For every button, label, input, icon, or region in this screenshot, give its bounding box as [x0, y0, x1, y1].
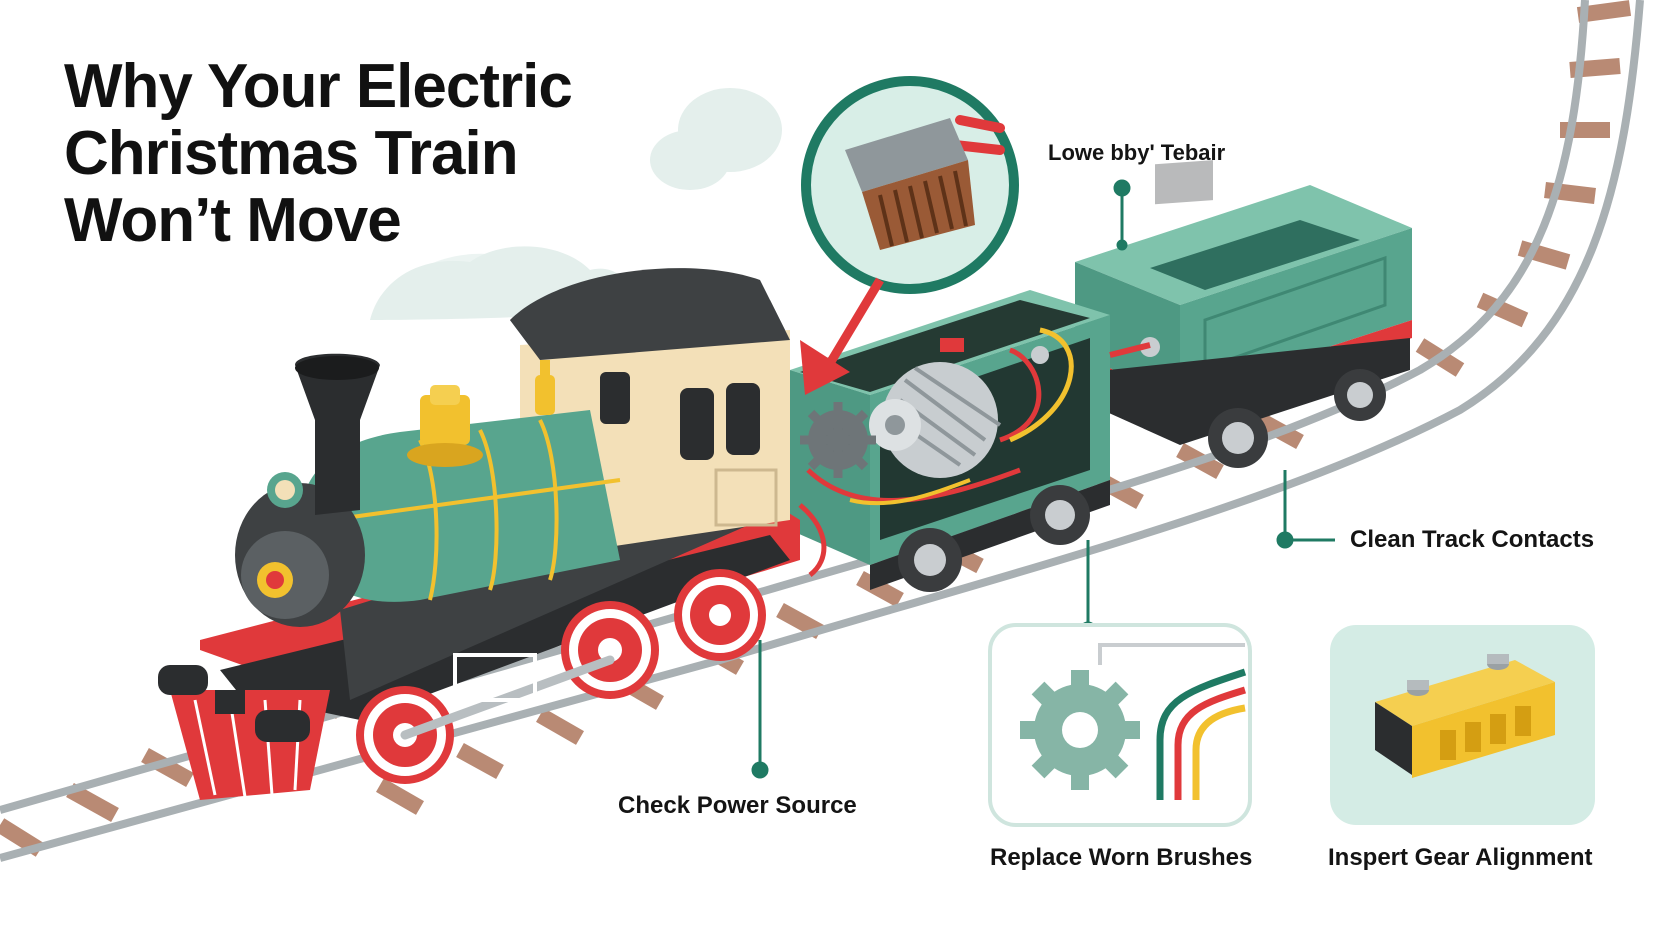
callout-check-power-source: Check Power Source [618, 792, 857, 819]
carbon-brush-icon [801, 76, 1019, 294]
motor-car [790, 290, 1110, 592]
gear-icon [800, 402, 876, 478]
battery-icon [1375, 654, 1555, 778]
tender-car [1075, 160, 1412, 468]
drive-wheels [356, 569, 766, 784]
gear-card [1330, 625, 1595, 825]
main-track [0, 0, 1644, 862]
callout-clean-track-contacts: Clean Track Contacts [1350, 526, 1595, 553]
callout-top-label: Lowe bby' Tebair [1048, 140, 1226, 165]
title-line-1: Why Your Electric [64, 52, 573, 121]
callout-replace-worn-brushes: Replace Worn Brushes [990, 844, 1253, 871]
callout-inspect-gear-alignment: Inspert Gear Alignment [1328, 844, 1593, 871]
page-title: Why Your Electric Christmas Train Won’t … [64, 52, 704, 255]
title-line-3: Won’t Move [64, 185, 402, 255]
locomotive [158, 268, 800, 800]
motor-icon [869, 362, 1002, 478]
brushes-card [988, 623, 1252, 827]
title-line-2: Christmas Train [64, 118, 519, 188]
gear-and-wires-icon [1020, 643, 1247, 800]
